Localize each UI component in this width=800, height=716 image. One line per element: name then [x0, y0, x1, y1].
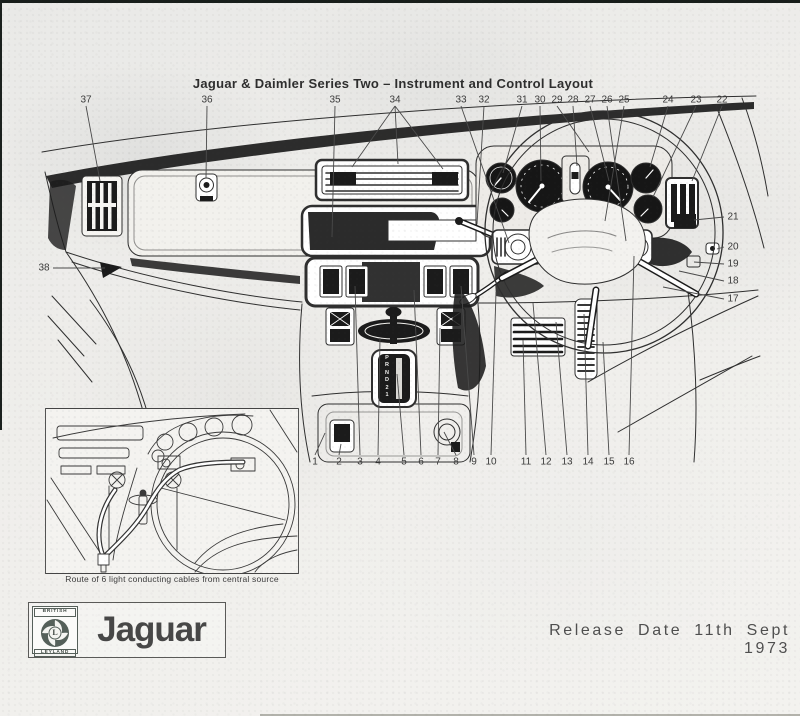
leader-line-15: [602, 341, 610, 456]
inset-caption: Route of 6 light conducting cables from …: [65, 574, 279, 584]
leader-line-8: [443, 431, 457, 456]
leader-line-33: [460, 105, 510, 244]
badge-letter: L: [52, 628, 58, 637]
leader-line-25: [604, 105, 625, 222]
leader-line-23: [652, 105, 697, 198]
leader-line-4: [377, 337, 381, 456]
diagram-title: Jaguar & Daimler Series Two – Instrument…: [192, 76, 594, 91]
scan-edge-top: [0, 0, 800, 3]
steering-wheel-spokes: [498, 198, 700, 350]
gear-selector: [358, 307, 430, 408]
leader-line-27: [589, 105, 610, 182]
leader-line-9: [460, 285, 475, 456]
glovebox-lock: [195, 173, 218, 202]
leader-line-12: [532, 302, 547, 456]
scan-edge-bottom: [260, 714, 800, 716]
leader-line-5: [396, 373, 405, 456]
leader-line-29: [556, 105, 590, 153]
leader-line-1: [314, 432, 326, 456]
leader-line-32: [476, 105, 485, 225]
leader-line-7: [437, 327, 441, 456]
leader-line-3: [354, 285, 361, 456]
leader-line-13: [555, 321, 568, 456]
leader-line-34: [394, 105, 444, 170]
badge-text-leyland: LEYLAND: [34, 648, 76, 657]
leader-line-18: [678, 270, 725, 282]
leader-line-16: [628, 255, 635, 456]
leader-line-35: [331, 105, 336, 238]
leader-line-22: [691, 105, 723, 182]
leader-line-21: [693, 216, 725, 221]
fresh-air-vent-left: [81, 175, 123, 237]
leader-line-11: [522, 339, 527, 456]
leader-line-20: [716, 246, 725, 250]
leader-line-14: [583, 313, 589, 456]
pedals: [452, 286, 598, 391]
scan-edge-left: [0, 0, 2, 430]
leader-line-6: [413, 289, 422, 456]
right-face-vent: [665, 177, 720, 268]
release-date: Release Date 11th Sept 1973: [549, 622, 790, 657]
leader-line-2: [338, 443, 342, 456]
bonnet-release-lever: [100, 262, 122, 278]
center-face-vent: [314, 158, 470, 202]
leader-line-26: [606, 105, 627, 242]
leader-line-30: [539, 105, 542, 182]
leader-line-19: [693, 261, 725, 265]
leader-line-36: [205, 105, 208, 179]
jaguar-wordmark: Jaguar: [97, 610, 207, 649]
cable-route-inset: [45, 408, 299, 574]
badge-text-british: BRITISH: [34, 608, 76, 617]
leader-line-34: [351, 105, 396, 168]
leader-line-28: [572, 105, 578, 167]
radio-panel: [300, 204, 492, 258]
leader-line-31: [502, 105, 523, 174]
leader-line-34: [394, 105, 399, 165]
british-leyland-jaguar-logo: BRITISH L LEYLAND Jaguar: [28, 602, 226, 658]
british-leyland-badge: BRITISH L LEYLAND: [32, 606, 78, 657]
leyland-roundel-icon: L: [33, 618, 77, 648]
leader-line-24: [649, 105, 669, 168]
leader-line-10: [490, 291, 497, 456]
gear-gate-letters: P R N D 2 1: [385, 355, 389, 399]
leader-line-37: [85, 105, 101, 182]
leader-line-17: [662, 286, 725, 300]
switch-panel: [304, 256, 480, 308]
